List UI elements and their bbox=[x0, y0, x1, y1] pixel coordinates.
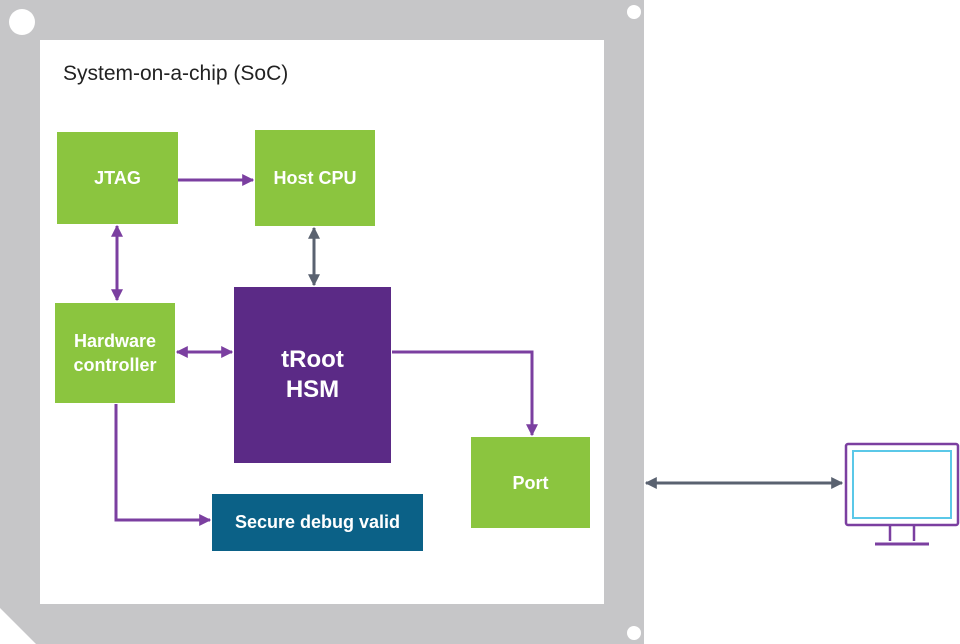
chip-corner-dot-top-right bbox=[627, 5, 641, 19]
host-cpu-block: Host CPU bbox=[255, 130, 375, 226]
chip-corner-dot-bottom-right bbox=[627, 626, 641, 640]
port-block: Port bbox=[471, 437, 590, 528]
hardware-controller-label-line1: Hardware bbox=[73, 331, 157, 351]
hardware-controller-label-line2: controller bbox=[73, 355, 157, 375]
host-cpu-label: Host CPU bbox=[273, 168, 357, 188]
diagram-title: System-on-a-chip (SoC) bbox=[63, 62, 289, 85]
troot-hsm-block: tRoot HSM bbox=[234, 287, 391, 463]
port-label: Port bbox=[512, 472, 549, 493]
hardware-controller-block: Hardware controller bbox=[55, 303, 175, 403]
arrow-hardware-controller-to-secure-debug bbox=[114, 404, 212, 526]
jtag-label: JTAG bbox=[94, 168, 141, 188]
troot-hsm-label-line2: HSM bbox=[285, 376, 340, 403]
secure-debug-valid-label: Secure debug valid bbox=[234, 512, 401, 532]
jtag-block: JTAG bbox=[57, 132, 178, 224]
troot-hsm-label-line1: tRoot bbox=[281, 346, 344, 373]
monitor-icon bbox=[844, 442, 960, 546]
secure-debug-valid-block: Secure debug valid bbox=[212, 494, 423, 551]
arrow-troot-to-port bbox=[392, 350, 538, 437]
chip-corner-dot-top-left bbox=[9, 9, 35, 35]
chip-corner-notch bbox=[0, 608, 36, 644]
